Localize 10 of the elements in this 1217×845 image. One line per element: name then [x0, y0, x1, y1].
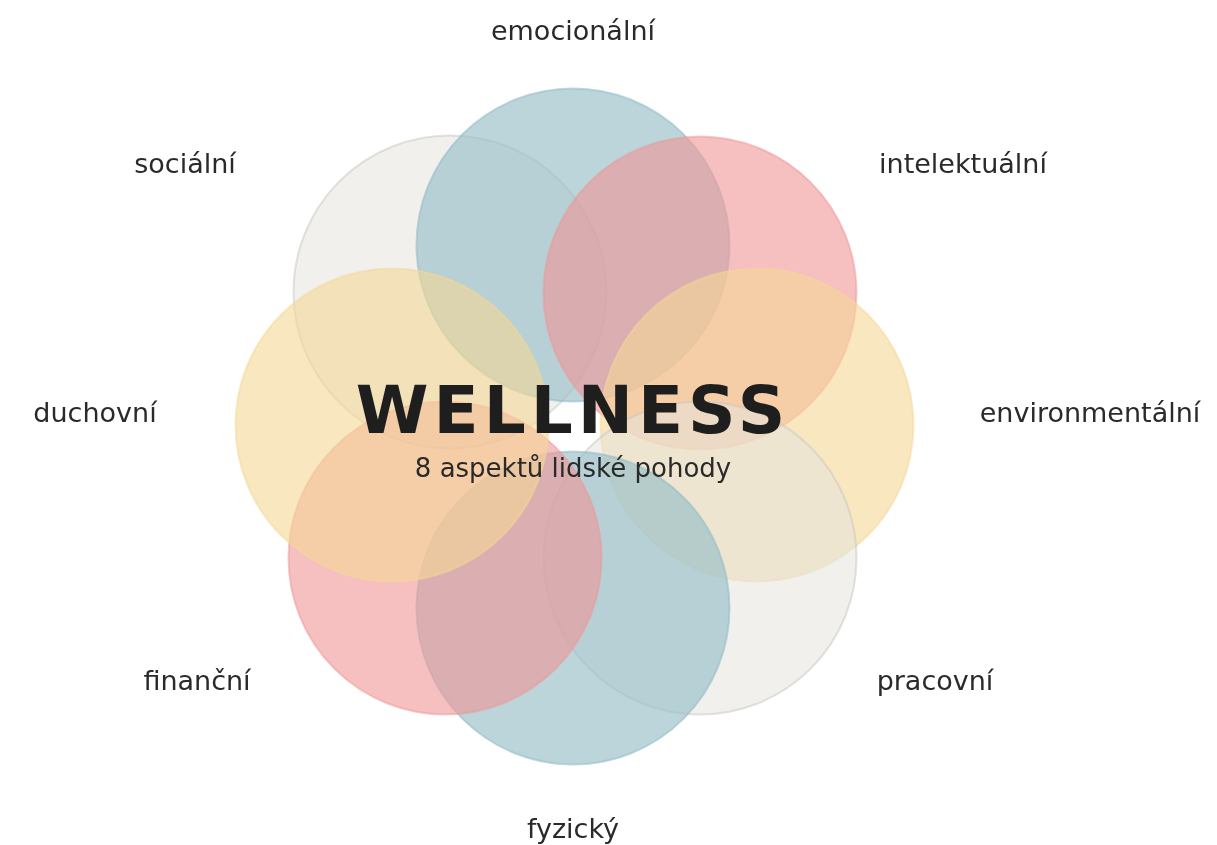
aspect-label: finanční: [143, 664, 251, 696]
aspect-label: sociální: [134, 147, 236, 179]
title: WELLNESS: [355, 371, 791, 449]
subtitle: 8 aspektů lidské pohody: [414, 453, 732, 483]
aspect-label: environmentální: [979, 396, 1201, 428]
aspect-label: pracovní: [876, 664, 994, 696]
aspect-label: intelektuální: [879, 147, 1047, 179]
aspect-label: emocionální: [490, 14, 656, 46]
aspect-label: fyzický: [526, 812, 620, 844]
aspect-label: duchovní: [33, 396, 157, 428]
